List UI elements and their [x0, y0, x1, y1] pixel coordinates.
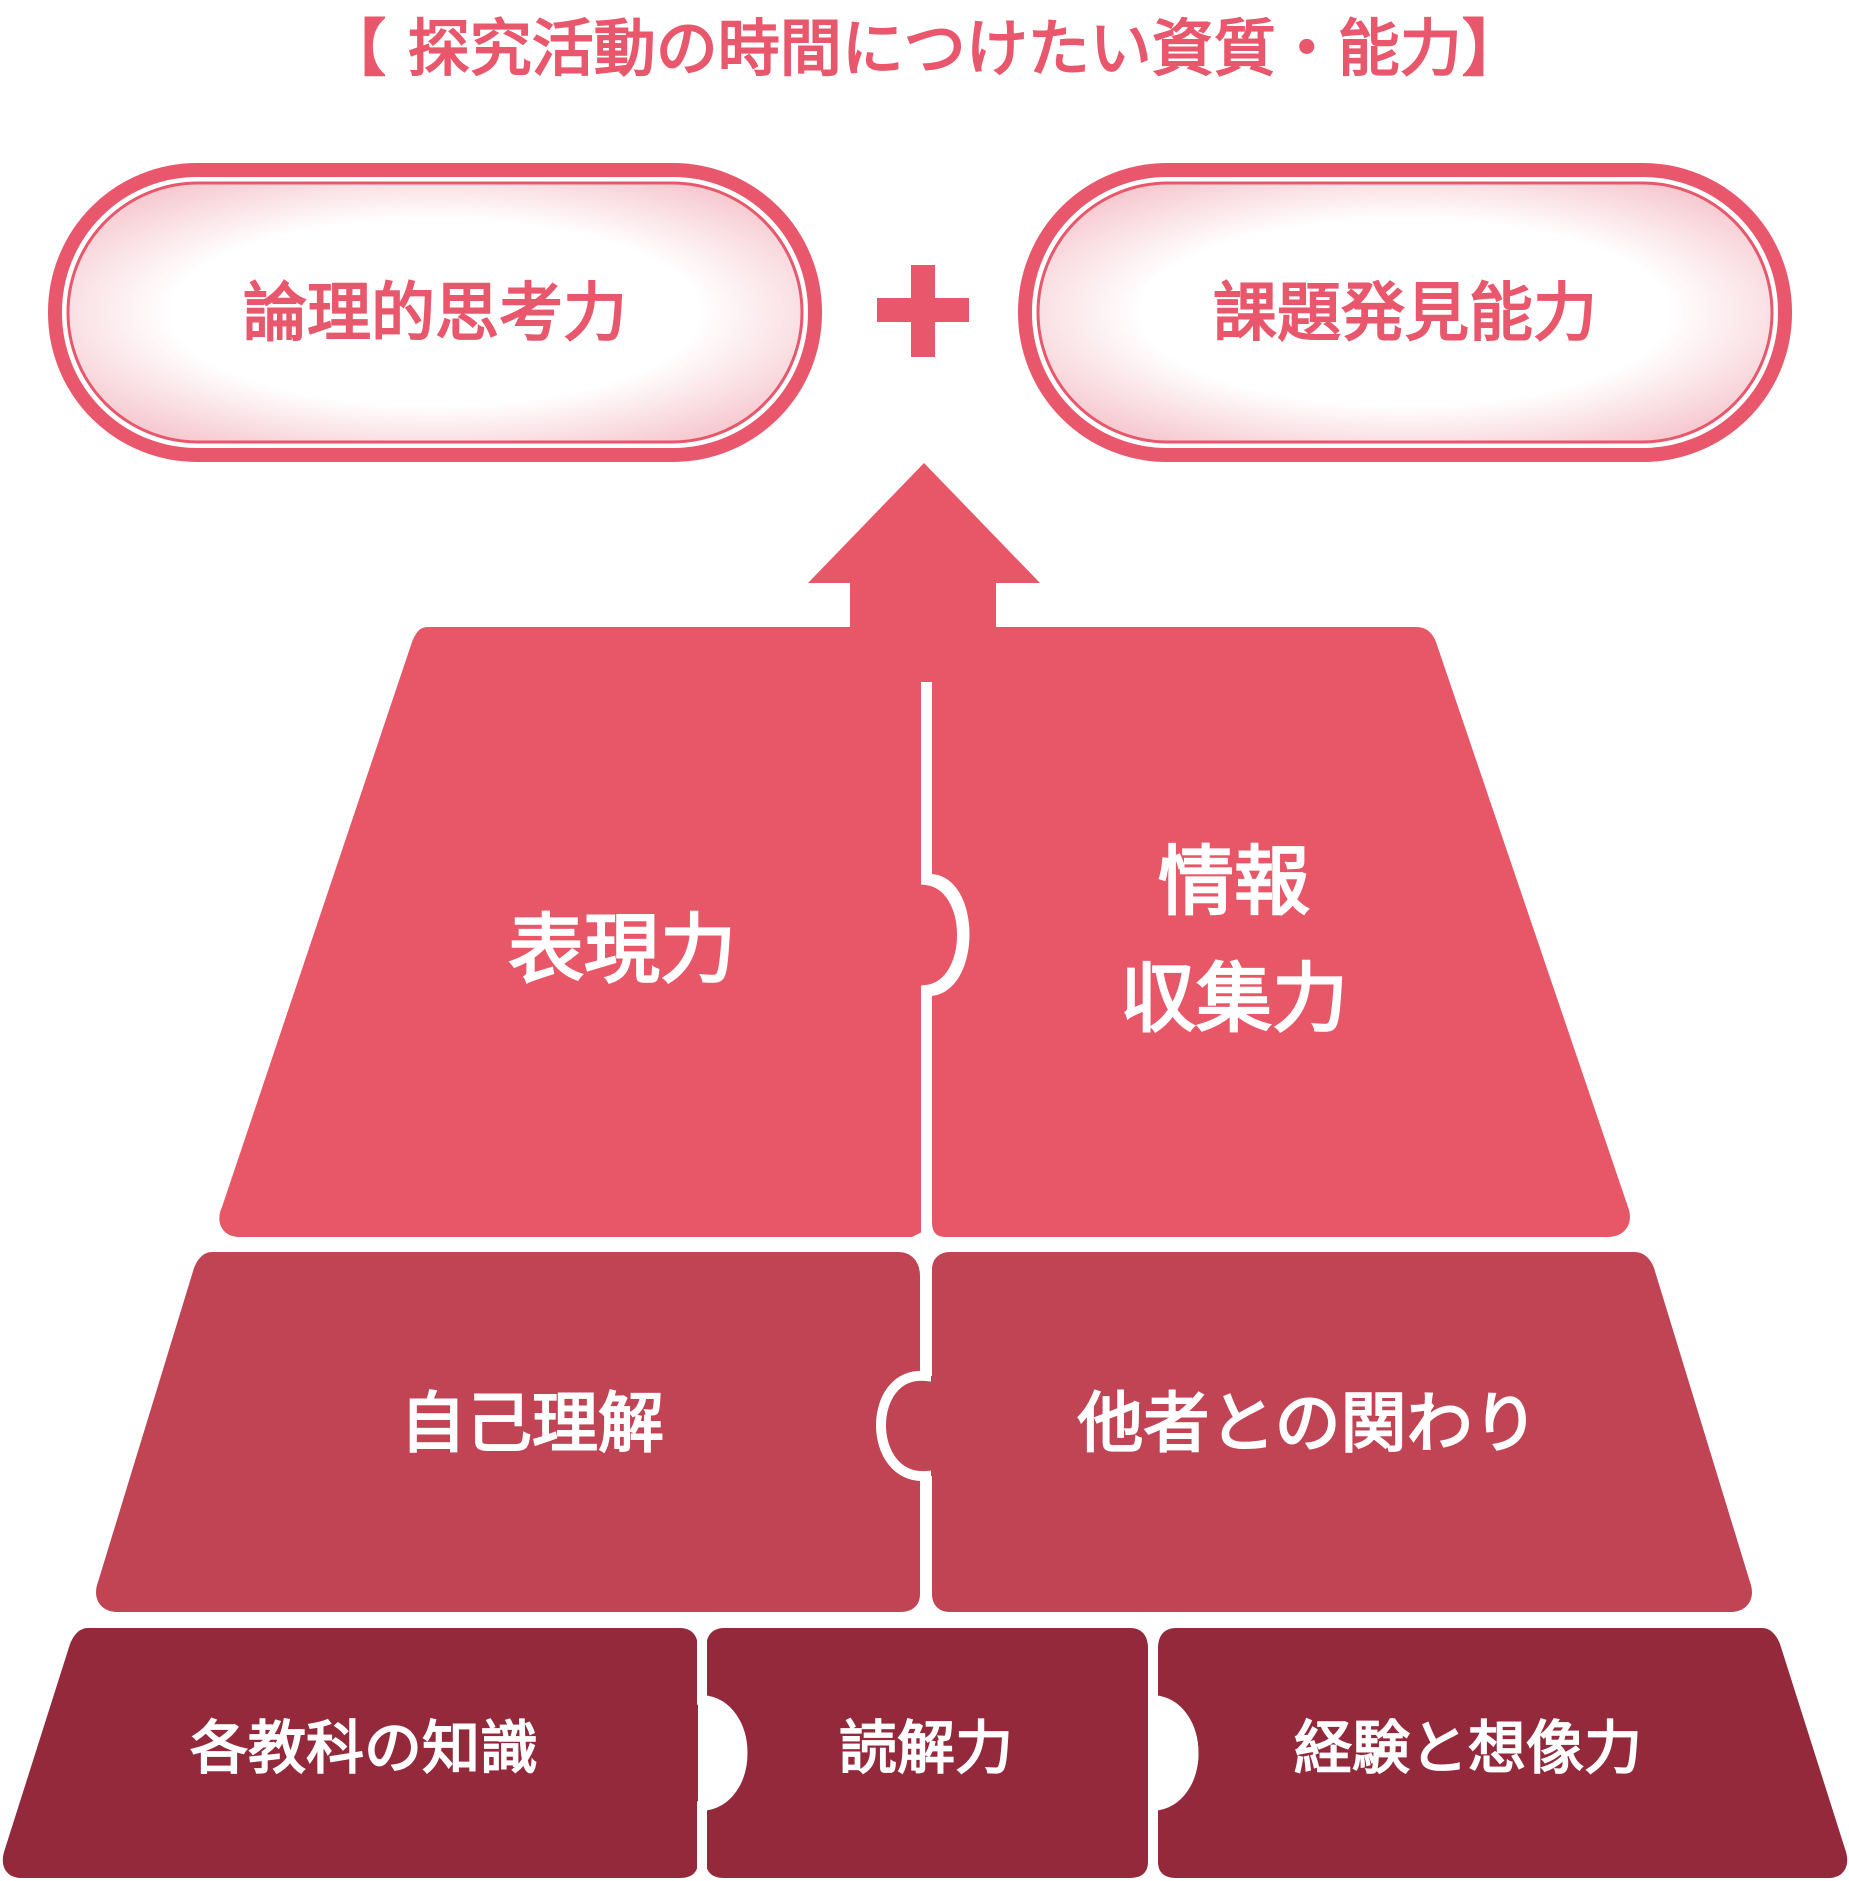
experience-imagination-label: 経験と想像力 — [1294, 1714, 1642, 1782]
tier2-left-piece — [96, 1252, 920, 1612]
page-title: 【 探究活動の時間につけたい資質・能力】 — [324, 12, 1524, 85]
expression-label: 表現力 — [508, 905, 736, 994]
plus-icon — [877, 265, 969, 357]
problem-finding-box: 課題発見能力 — [1018, 163, 1792, 462]
tier3-center-piece — [706, 1628, 1148, 1878]
tier1-left-piece — [219, 583, 996, 1237]
tier3-right-piece — [1158, 1628, 1848, 1878]
problem-finding-label: 課題発見能力 — [1213, 277, 1597, 351]
logical-thinking-label: 論理的思考力 — [243, 277, 627, 351]
tier1-right-piece — [932, 627, 1630, 1237]
tier1-divider — [921, 682, 967, 1237]
tier2-divider — [876, 1244, 931, 1618]
self-understanding-label: 自己理解 — [400, 1385, 664, 1462]
subject-knowledge-label: 各教科の知識 — [190, 1714, 538, 1782]
tier3-divider-left — [697, 1620, 748, 1881]
logical-thinking-box: 論理的思考力 — [48, 163, 822, 462]
tier3-divider-right — [1148, 1620, 1199, 1881]
info-collection-label-line2: 収集力 — [1120, 954, 1348, 1043]
relations-with-others-label: 他者との関わり — [1076, 1385, 1538, 1462]
reading-comprehension-label: 読解力 — [839, 1714, 1013, 1782]
tier3-left-piece — [2, 1628, 699, 1878]
info-collection-label-line1: 情報 — [1158, 837, 1310, 926]
tier2-right-piece — [887, 1252, 1752, 1612]
